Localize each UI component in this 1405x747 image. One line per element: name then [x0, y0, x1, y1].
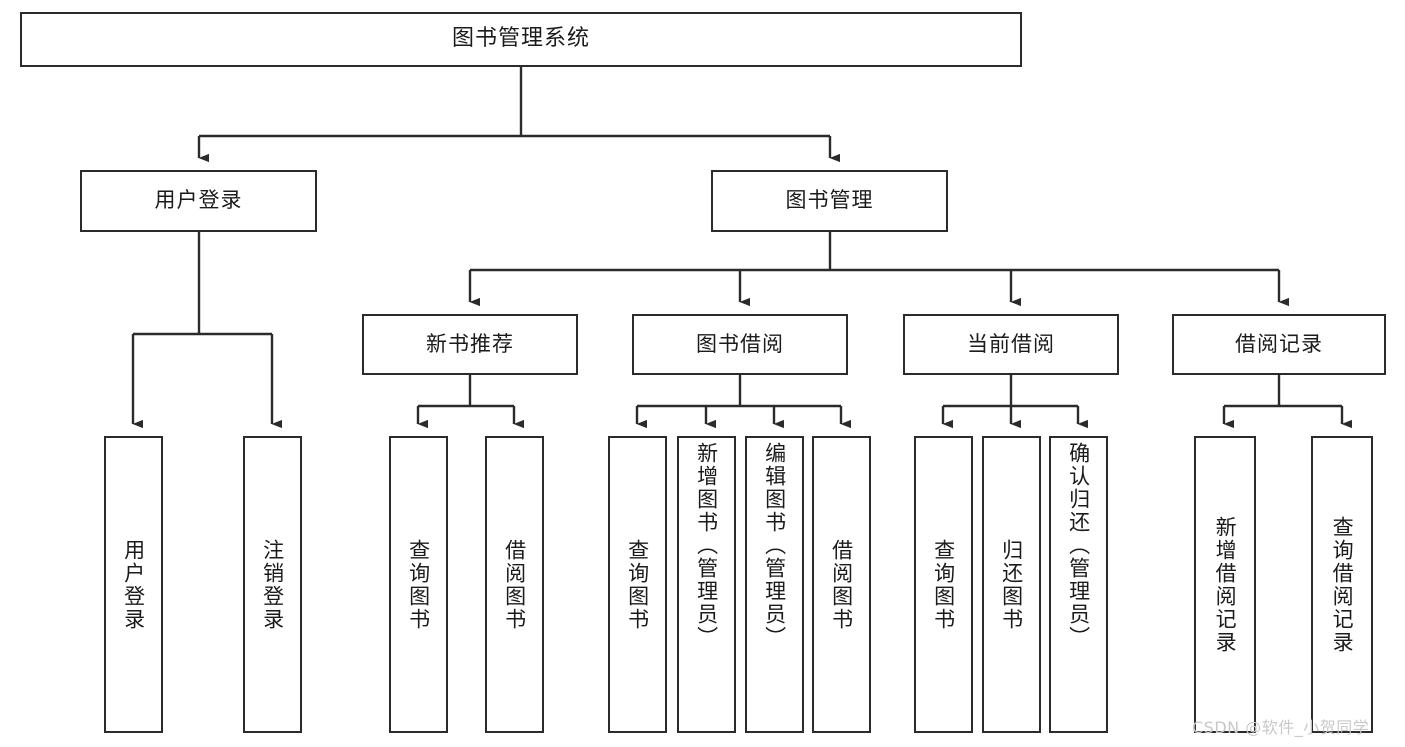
node-book-manage[interactable]: 图书管理 — [711, 170, 948, 232]
node-new-book-recommend[interactable]: 新书推荐 — [362, 314, 578, 375]
node-leaf-logout-label: 注销登录 — [260, 538, 285, 631]
node-leaf-edit-book-admin[interactable]: 编辑图书（管理员） — [745, 436, 804, 733]
node-new-book-recommend-label: 新书推荐 — [426, 331, 514, 356]
node-book-borrow-label: 图书借阅 — [696, 331, 784, 356]
node-leaf-user-login[interactable]: 用户登录 — [104, 436, 163, 733]
node-leaf-query-borrow-record[interactable]: 查询借阅记录 — [1311, 436, 1373, 733]
node-leaf-query-book-3-label: 查询图书 — [931, 538, 956, 631]
node-current-borrow[interactable]: 当前借阅 — [903, 314, 1119, 375]
node-user-login-label: 用户登录 — [154, 188, 243, 213]
node-leaf-add-borrow-record-label: 新增借阅记录 — [1213, 515, 1238, 654]
node-borrow-record[interactable]: 借阅记录 — [1172, 314, 1386, 375]
node-leaf-query-book-2-label: 查询图书 — [625, 538, 650, 631]
node-borrow-record-label: 借阅记录 — [1235, 331, 1323, 356]
node-current-borrow-label: 当前借阅 — [967, 331, 1055, 356]
node-book-manage-label: 图书管理 — [785, 188, 874, 213]
node-leaf-return-book-label: 归还图书 — [999, 538, 1024, 631]
node-leaf-query-book-2[interactable]: 查询图书 — [608, 436, 667, 733]
node-leaf-borrow-book-2[interactable]: 借阅图书 — [812, 436, 871, 733]
node-leaf-query-borrow-record-label: 查询借阅记录 — [1330, 515, 1355, 654]
node-leaf-confirm-return-admin[interactable]: 确认归还（管理员） — [1049, 436, 1108, 733]
node-leaf-query-book-3[interactable]: 查询图书 — [914, 436, 973, 733]
node-leaf-query-book-1-label: 查询图书 — [406, 538, 431, 631]
node-leaf-edit-book-admin-label: 编辑图书（管理员） — [762, 442, 787, 649]
watermark: CSDN @软件_小贺同学 — [1192, 718, 1370, 737]
node-user-login[interactable]: 用户登录 — [80, 170, 317, 232]
node-leaf-confirm-return-admin-label: 确认归还（管理员） — [1066, 442, 1091, 649]
node-leaf-borrow-book-1-label: 借阅图书 — [502, 538, 527, 631]
node-leaf-query-book-1[interactable]: 查询图书 — [389, 436, 448, 733]
node-leaf-add-book-admin-label: 新增图书（管理员） — [694, 442, 719, 649]
node-root-label: 图书管理系统 — [451, 26, 590, 52]
node-leaf-borrow-book-2-label: 借阅图书 — [829, 538, 854, 631]
node-leaf-add-borrow-record[interactable]: 新增借阅记录 — [1194, 436, 1256, 733]
node-leaf-borrow-book-1[interactable]: 借阅图书 — [485, 436, 544, 733]
node-leaf-add-book-admin[interactable]: 新增图书（管理员） — [677, 436, 736, 733]
node-leaf-return-book[interactable]: 归还图书 — [982, 436, 1041, 733]
node-book-borrow[interactable]: 图书借阅 — [632, 314, 848, 375]
node-root[interactable]: 图书管理系统 — [20, 12, 1022, 67]
node-leaf-user-login-label: 用户登录 — [121, 538, 146, 631]
node-leaf-logout[interactable]: 注销登录 — [243, 436, 302, 733]
